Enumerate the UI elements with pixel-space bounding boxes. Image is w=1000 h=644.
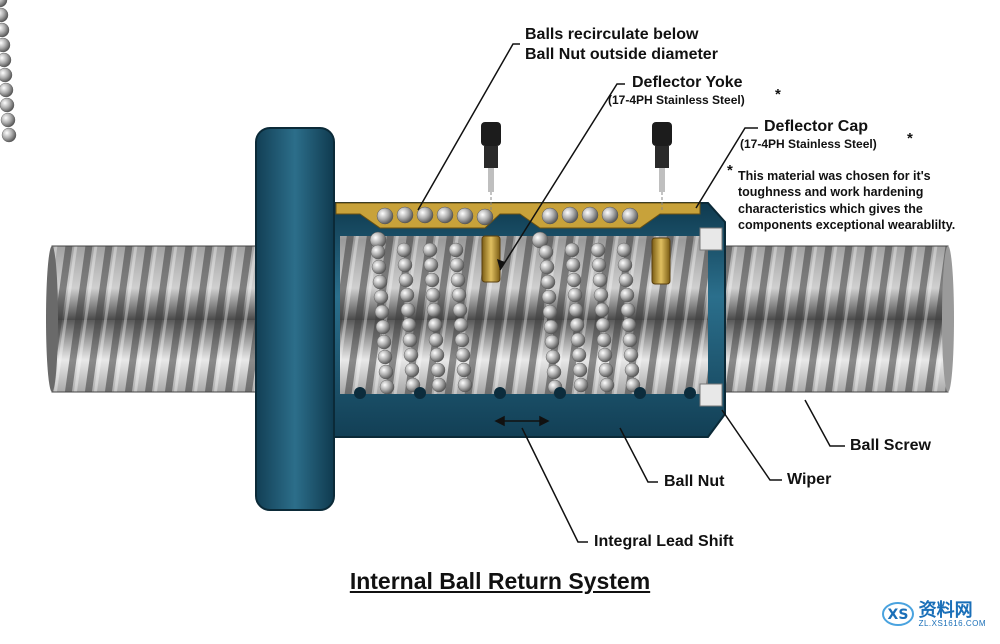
label-deflector-cap-material: (17-4PH Stainless Steel) xyxy=(740,137,877,151)
watermark: XS 资料网 ZL.XS1616.COM xyxy=(881,599,986,629)
leader-deflector-yoke xyxy=(499,83,625,271)
svg-text:XS: XS xyxy=(887,607,908,623)
label-deflector-yoke: Deflector Yoke xyxy=(632,74,743,91)
leader-arrowheads xyxy=(497,259,505,270)
leader-integral-lead-shift xyxy=(521,427,588,543)
wiper xyxy=(699,227,723,407)
watermark-logo-icon: XS xyxy=(881,599,915,629)
label-deflector-cap: Deflector Cap xyxy=(764,118,869,135)
watermark-text: 资料网 xyxy=(918,599,973,620)
note-line-1: This material was chosen for it's xyxy=(738,169,931,183)
label-balls-recirculate-1: Balls recirculate below xyxy=(525,26,699,43)
lead-shift-arrow xyxy=(494,415,550,427)
leader-wiper xyxy=(721,409,782,481)
label-ball-screw: Ball Screw xyxy=(850,437,931,454)
watermark-url: ZL.XS1616.COM xyxy=(918,618,986,628)
label-wiper: Wiper xyxy=(787,471,832,488)
diagram-title: Internal Ball Return System xyxy=(349,568,651,594)
material-note: This material was chosen for it's toughn… xyxy=(738,168,955,233)
asterisk-cap: * xyxy=(907,130,913,147)
label-integral-lead-shift: Integral Lead Shift xyxy=(594,533,734,550)
asterisk-note: * xyxy=(727,162,733,179)
recirculating-balls-top xyxy=(369,206,639,249)
note-line-2: toughness and work hardening xyxy=(738,185,924,200)
leader-balls-recirculate xyxy=(417,43,520,211)
bottom-ball-track xyxy=(354,387,696,399)
ball-circuits xyxy=(0,0,641,395)
ball-nut-flange xyxy=(255,127,335,511)
label-deflector-yoke-material: (17-4PH Stainless Steel) xyxy=(608,93,745,107)
leader-ball-nut xyxy=(619,427,658,483)
deflector-yokes xyxy=(481,235,671,285)
leader-ball-screw xyxy=(804,399,845,447)
leader-lines xyxy=(417,43,845,543)
label-ball-nut: Ball Nut xyxy=(664,473,725,490)
note-line-4: components exceptional wearablilty. xyxy=(738,217,956,232)
label-balls-recirculate-2: Ball Nut outside diameter xyxy=(525,46,718,63)
leader-deflector-cap xyxy=(695,127,758,209)
deflector-cap-screws xyxy=(481,122,672,210)
asterisk-yoke: * xyxy=(775,86,781,103)
note-line-3: characteristics which gives the xyxy=(738,201,923,216)
